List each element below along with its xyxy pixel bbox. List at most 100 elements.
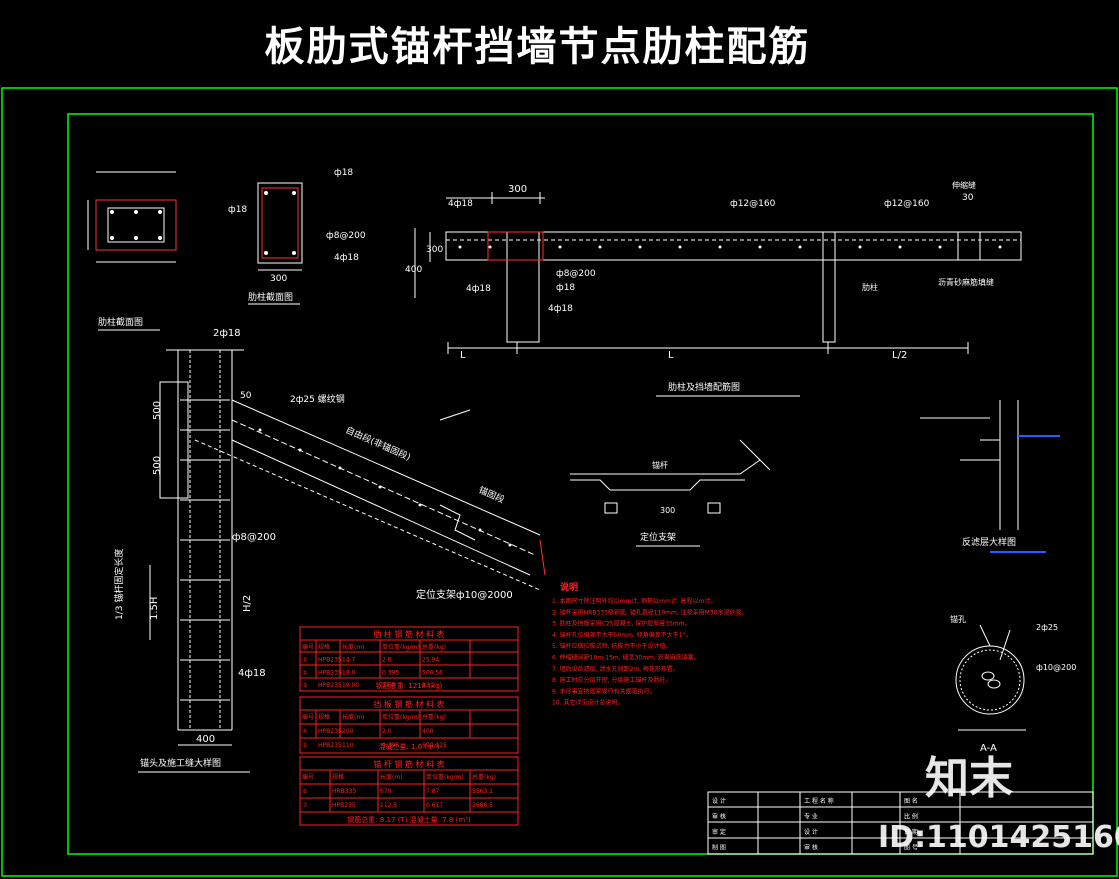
note-line: 7. 墙后设反滤层, 泄水孔间距2m, 梅花形布置。 <box>552 665 679 673</box>
dim-50: 50 <box>240 391 252 401</box>
table-cell: HPB235 <box>318 669 342 676</box>
label-rib: 肋柱 <box>862 282 878 292</box>
table-1-total: 钢筋总重: 1218 (kg) <box>376 681 443 690</box>
note-line: 8. 施工时应分层开挖, 分层施工锚杆及肋柱。 <box>552 676 671 684</box>
dim-L1: L <box>460 350 466 361</box>
watermark-id: ID:1101425160 <box>878 820 1119 855</box>
filter-detail <box>920 400 1060 553</box>
table-cell: ② <box>302 669 308 676</box>
label-phi12-160-a: ф12@160 <box>730 199 776 209</box>
title-block-cell: 审 核 <box>804 844 818 852</box>
note-line: 3. 肋柱及挡板采用C25混凝土, 保护层厚度35mm。 <box>552 620 691 628</box>
notes-lines: 1. 本图尺寸除注明外均以mm计, 钢筋以mm计, 高程以m计。2. 锚杆采用H… <box>552 597 747 707</box>
anchor-bar <box>194 399 546 591</box>
note-line: 4. 锚杆孔位偏差不大于50mm, 倾角偏差不大于1°。 <box>552 631 692 639</box>
table-cell: ④ <box>302 728 307 735</box>
table-3-title: 锚 杆 钢 筋 材 料 表 <box>373 759 444 769</box>
table-cell: 33.2 <box>422 682 436 689</box>
wall-elevation <box>414 192 1022 354</box>
note-line: 9. 未尽事宜按国家现行有关规范执行。 <box>552 687 656 695</box>
title-block-cell: 日 期 <box>904 828 918 836</box>
table-cell: HPB235 <box>318 682 342 689</box>
page-title: 板肋式锚杆挡墙节点肋柱配筋 <box>264 24 811 70</box>
table-cell: HRB335 <box>332 788 356 795</box>
table-cell: 5563.1 <box>472 788 493 795</box>
title-block-cell: 工 程 名 称 <box>804 797 834 805</box>
label-phi8-200-b: ф8@200 <box>556 269 596 279</box>
inner-frame <box>67 113 1094 855</box>
label-4phi18-e: 4ф18 <box>238 668 266 679</box>
label-phi18-c: ф18 <box>556 283 575 293</box>
dim-500-a: 500 <box>152 401 163 420</box>
dim-H2: H/2 <box>242 595 253 612</box>
outer-frame <box>1 87 1118 877</box>
label-4phi18-d: 4ф18 <box>466 284 491 294</box>
table-cell: HPB235 <box>318 657 342 664</box>
title-block-cell: 审 核 <box>712 813 726 821</box>
title-block-cell: 设 计 <box>804 828 818 836</box>
label-elevation: 肋柱及挡墙配筋图 <box>668 381 740 393</box>
label-anchor-seg: 自由段(非锚固段) <box>344 424 413 463</box>
table-cell: 25.94 <box>422 657 439 664</box>
label-phi10-200: ф10@200 <box>1036 663 1076 672</box>
table-cell: HPB235 <box>318 742 342 749</box>
label-anchor-detail: 锚头及施工缝大样图 <box>140 757 221 769</box>
table-cell: HPB235 <box>332 802 356 809</box>
note-line: 6. 伸缩缝间距10m-15m, 缝宽30mm, 沥青麻筋填塞。 <box>552 654 700 662</box>
table-cell: ③ <box>302 682 307 689</box>
label-phi8-200-a: ф8@200 <box>326 231 366 241</box>
dim-300-b: 300 <box>508 184 527 195</box>
table-header-cell: 总重(kg) <box>472 773 496 781</box>
label-expansion: 伸缩缝 <box>952 180 976 190</box>
dim-L3: L/2 <box>892 350 907 361</box>
support-bracket <box>570 439 771 514</box>
label-anchor-fix: 锚固段 <box>477 484 507 506</box>
label-phi12-160-b: ф12@160 <box>884 199 930 209</box>
dim-300-d: 300 <box>660 506 675 515</box>
title-block-cell: 制 图 <box>712 844 726 852</box>
label-drain: 沥青砂麻筋填缝 <box>938 277 994 287</box>
title-block <box>707 791 1094 855</box>
table-cell: ⑦ <box>302 802 308 809</box>
table-cell: 1.68 <box>382 682 396 689</box>
table-header-cell: 单位重(kg/m) <box>382 643 420 651</box>
label-2phi18: 2ф18 <box>213 328 241 339</box>
label-anchor-pipe: 锚杆 <box>652 460 668 470</box>
table-1 <box>299 626 519 692</box>
dim-one-third: 1/3 锚杆固定长度 <box>113 549 125 620</box>
table-2-total: 混凝土量: 1.6 (m³) <box>378 742 439 751</box>
label-phi18-b: ф18 <box>228 205 247 215</box>
table-2-title: 挡 板 钢 筋 材 料 表 <box>373 699 444 709</box>
title-block-cell: 比 例 <box>904 813 918 821</box>
table-cell: 500.56 <box>422 669 443 676</box>
table-header-cell: 总重(kg) <box>422 713 446 721</box>
table-header-cell: 长度(m) <box>342 713 365 721</box>
table-cell: 0.395 <box>382 742 399 749</box>
table-cell: 2.0 <box>382 657 392 664</box>
table-cell: HPB235 <box>318 728 342 735</box>
note-line: 1. 本图尺寸除注明外均以mm计, 钢筋以mm计, 高程以m计。 <box>552 597 717 605</box>
label-2phi25-aa: 2ф25 <box>1036 623 1058 632</box>
table-3 <box>299 756 519 826</box>
table-cell: 500.125 <box>422 742 447 749</box>
dim-300-c: 300 <box>426 245 443 255</box>
title-block-cell: 图 号 <box>904 845 918 852</box>
anchor-column <box>149 349 244 746</box>
title-block-cell: 图 名 <box>904 797 918 805</box>
table-cell: 18.0 <box>342 669 356 676</box>
table-header-cell: 长度(m) <box>342 643 365 651</box>
label-support-bar: 定位支架ф10@2000 <box>416 588 513 601</box>
table-2 <box>299 696 519 754</box>
dim-300-a: 300 <box>270 274 287 284</box>
label-4phi18-b: 4ф18 <box>448 199 473 209</box>
table-header-cell: 单位重(kg/m) <box>426 773 464 781</box>
label-filter-layer: 反滤层大样图 <box>962 536 1016 548</box>
table-cell: 200 <box>342 728 354 735</box>
table-cell: 2686.5 <box>472 802 493 809</box>
section-aa <box>955 624 1026 731</box>
notes-heading: 说明 <box>560 581 578 593</box>
table-cell: ⑤ <box>302 742 307 749</box>
